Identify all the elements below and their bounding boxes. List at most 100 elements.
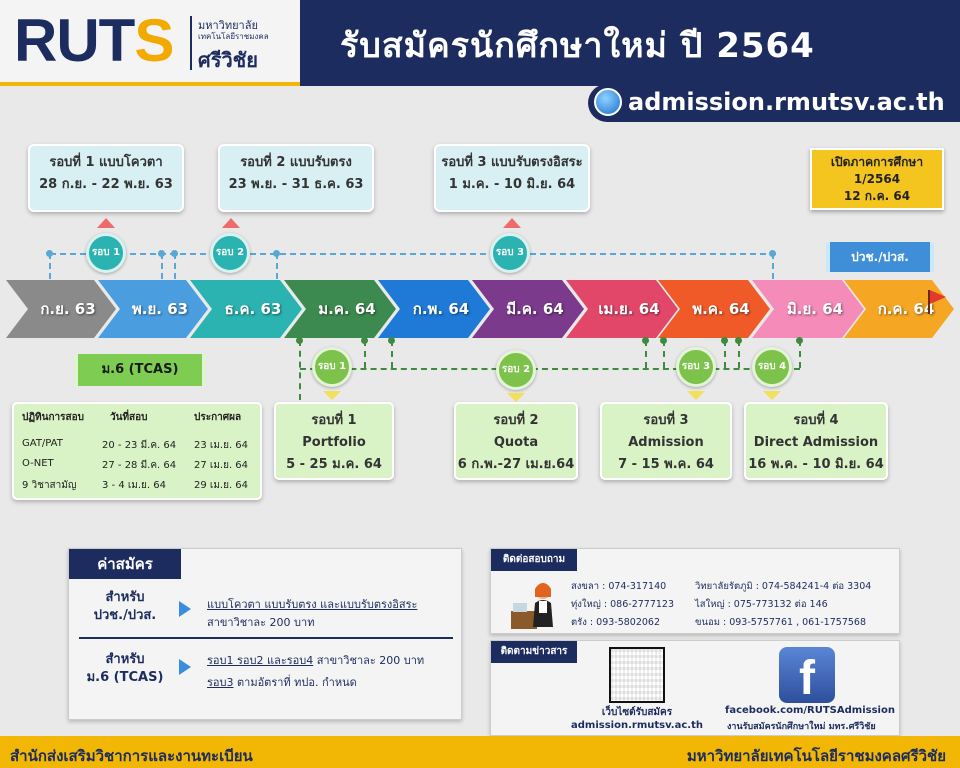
up-arrow-icon (97, 218, 115, 228)
table-header-cell: วันที่สอบ (110, 412, 148, 423)
facebook-link[interactable]: facebook.com/RUTSAdmission (725, 705, 895, 716)
semester-open-card: เปิดภาคการศึกษา 1/2564 12 ก.ค. 64 (810, 148, 944, 210)
up-arrow-icon (503, 218, 521, 228)
voc-round-1-dates: 28 ก.ย. - 22 พ.ย. 63 (39, 177, 173, 192)
fee-voc-line1: แบบโควตา แบบรับตรง และแบบรับตรงอิสระ (207, 598, 418, 611)
footer-bar (0, 736, 960, 768)
table-cell: 27 เม.ย. 64 (194, 460, 249, 471)
website-bar (588, 84, 960, 122)
voc-round-3-badge: รอบ 3 (490, 233, 530, 273)
qr-caption-url[interactable]: admission.rmutsv.ac.th (571, 720, 703, 731)
month-sep-63: ก.ย. 63 (6, 280, 116, 338)
tcas-round-1-name: Portfolio (302, 435, 366, 450)
voc-round-2-card: รอบที่ 2 แบบรับตรง 23 พ.ย. - 31 ธ.ค. 63 (218, 144, 374, 212)
connector-dot (721, 337, 728, 344)
follow-title: ติดตามข่าวสาร (491, 641, 577, 663)
down-arrow-icon (687, 391, 705, 400)
connector-dot (361, 337, 368, 344)
tcas-round-2-badge: รอบ 2 (496, 350, 536, 390)
contact-saiyai: ไสใหญ่ : 075-773132 ต่อ 146 (695, 599, 828, 610)
voc-round-1-card: รอบที่ 1 แบบโควตา 28 ก.ย. - 22 พ.ย. 63 (28, 144, 184, 212)
connector-dot (796, 337, 803, 344)
voc-round-2-dates: 23 พ.ย. - 31 ธ.ค. 63 (228, 177, 364, 192)
connector-dot (769, 250, 776, 257)
tcas-round-4-card: รอบที่ 4 Direct Admission 16 พ.ค. - 10 ม… (744, 402, 888, 480)
qr-caption: เว็บไซต์รับสมัคร admission.rmutsv.ac.th (571, 705, 703, 731)
footer-university: มหาวิทยาลัยเทคโนโลยีราชมงคลศรีวิชัย (686, 747, 946, 765)
tcas-round-4-name: Direct Admission (753, 435, 879, 450)
tcas-round-3-name: Admission (628, 435, 704, 450)
fee-voc-who-line2: ปวช./ปวส. (93, 608, 157, 623)
website-link[interactable]: admission.rmutsv.ac.th (628, 88, 945, 116)
tcas-round-3-dates: 7 - 15 พ.ค. 64 (618, 457, 714, 472)
voc-track-label: ปวช./ปวส. (826, 242, 934, 272)
tcas-round-3-card: รอบที่ 3 Admission 7 - 15 พ.ค. 64 (600, 402, 732, 480)
facebook-icon[interactable]: f (779, 647, 835, 703)
tcas-round-4-title: รอบที่ 4 (793, 413, 839, 428)
contact-title: ติดต่อสอบถาม (491, 549, 577, 571)
tcas-round-1-title: รอบที่ 1 (311, 413, 357, 428)
up-arrow-icon (222, 218, 240, 228)
voc-round-1-title: รอบที่ 1 แบบโควตา (49, 155, 163, 170)
voc-round-2-badge: รอบ 2 (210, 233, 250, 273)
connector-drop (772, 253, 774, 279)
connector-drop (161, 253, 163, 279)
tcas-track-label: ม.6 (TCAS) (74, 354, 206, 386)
semester-date: 12 ก.ค. 64 (843, 189, 911, 203)
semester-term: 1/2564 (853, 172, 901, 186)
table-header-cell: ปฏิทินการสอบ (22, 412, 84, 423)
connector-dot (158, 250, 165, 257)
connector-dot (660, 337, 667, 344)
qr-code[interactable] (609, 647, 665, 703)
fee-tcas-line2: รอบ3 ตามอัตราที่ ทปอ. กำหนด (207, 676, 357, 689)
voc-round-3-title: รอบที่ 3 แบบรับตรงอิสระ (441, 155, 583, 170)
tcas-round-4-dates: 16 พ.ค. - 10 มิ.ย. 64 (748, 457, 884, 472)
connector-rise (364, 340, 366, 368)
logo-sub-university: มหาวิทยาลัย (198, 19, 258, 32)
fee-tcas-who-line2: ม.6 (TCAS) (86, 670, 164, 685)
fees-panel: ค่าสมัคร สำหรับ ปวช./ปวส. แบบโควตา แบบรั… (68, 548, 462, 720)
fee-divider (79, 637, 453, 639)
tcas-round-1-dates: 5 - 25 ม.ค. 64 (286, 457, 382, 472)
down-arrow-icon (763, 391, 781, 400)
connector-rise (391, 340, 393, 368)
contact-songkhla: สงขลา : 074-317140 (571, 581, 667, 592)
table-cell: 23 เม.ย. 64 (194, 440, 249, 451)
ruts-logo: RUTS (14, 7, 174, 74)
table-cell: 27 - 28 มี.ค. 64 (102, 460, 177, 471)
arrow-right-icon (179, 659, 191, 675)
connector-dot (642, 337, 649, 344)
table-cell: GAT/PAT (22, 438, 63, 449)
page-title: รับสมัครนักศึกษาใหม่ ปี 2564 (340, 26, 815, 66)
flag-icon (930, 290, 946, 304)
tcas-round-2-dates: 6 ก.พ.-27 เม.ย.64 (457, 457, 575, 472)
connector-rise (799, 340, 801, 368)
fees-title: ค่าสมัคร (69, 549, 181, 579)
connector-dot (388, 337, 395, 344)
connector-rise (724, 340, 726, 368)
tcas-round-4-badge: รอบ 4 (752, 347, 792, 387)
connector-drop (49, 253, 51, 279)
tcas-round-3-badge: รอบ 3 (676, 347, 716, 387)
down-arrow-icon (507, 393, 525, 402)
tcas-round-1-card: รอบที่ 1 Portfolio 5 - 25 ม.ค. 64 (274, 402, 394, 480)
fee-voc-who: สำหรับ ปวช./ปวส. (77, 589, 173, 625)
contact-rattaphum: วิทยาลัยรัตภูมิ : 074-584241-4 ต่อ 3304 (695, 581, 872, 592)
contact-trang: ตรัง : 093-5802062 (571, 617, 661, 628)
connector-rise (663, 340, 665, 368)
connector-dot (735, 337, 742, 344)
table-row: GAT/PAT 20 - 23 มี.ค. 64 23 เม.ย. 64 (22, 438, 256, 456)
voc-round-3-dates: 1 ม.ค. - 10 มิ.ย. 64 (448, 177, 576, 192)
qr-caption-line1: เว็บไซต์รับสมัคร (601, 707, 673, 718)
logo-sub-srivijaya: ศรีวิชัย (198, 48, 258, 72)
fee-tcas-who-line1: สำหรับ (105, 652, 145, 667)
tcas-timeline-connector (300, 368, 800, 370)
contact-thungyai: ทุ่งใหญ่ : 086-2777123 (571, 599, 675, 610)
table-cell: 3 - 4 เม.ย. 64 (102, 480, 166, 491)
table-row: O-NET 27 - 28 มี.ค. 64 27 เม.ย. 64 (22, 458, 256, 476)
connector-rise (738, 340, 740, 368)
table-cell: 20 - 23 มี.ค. 64 (102, 440, 177, 451)
connector-rise (645, 340, 647, 368)
voc-round-1-badge: รอบ 1 (86, 233, 126, 273)
connector-dot (296, 337, 303, 344)
